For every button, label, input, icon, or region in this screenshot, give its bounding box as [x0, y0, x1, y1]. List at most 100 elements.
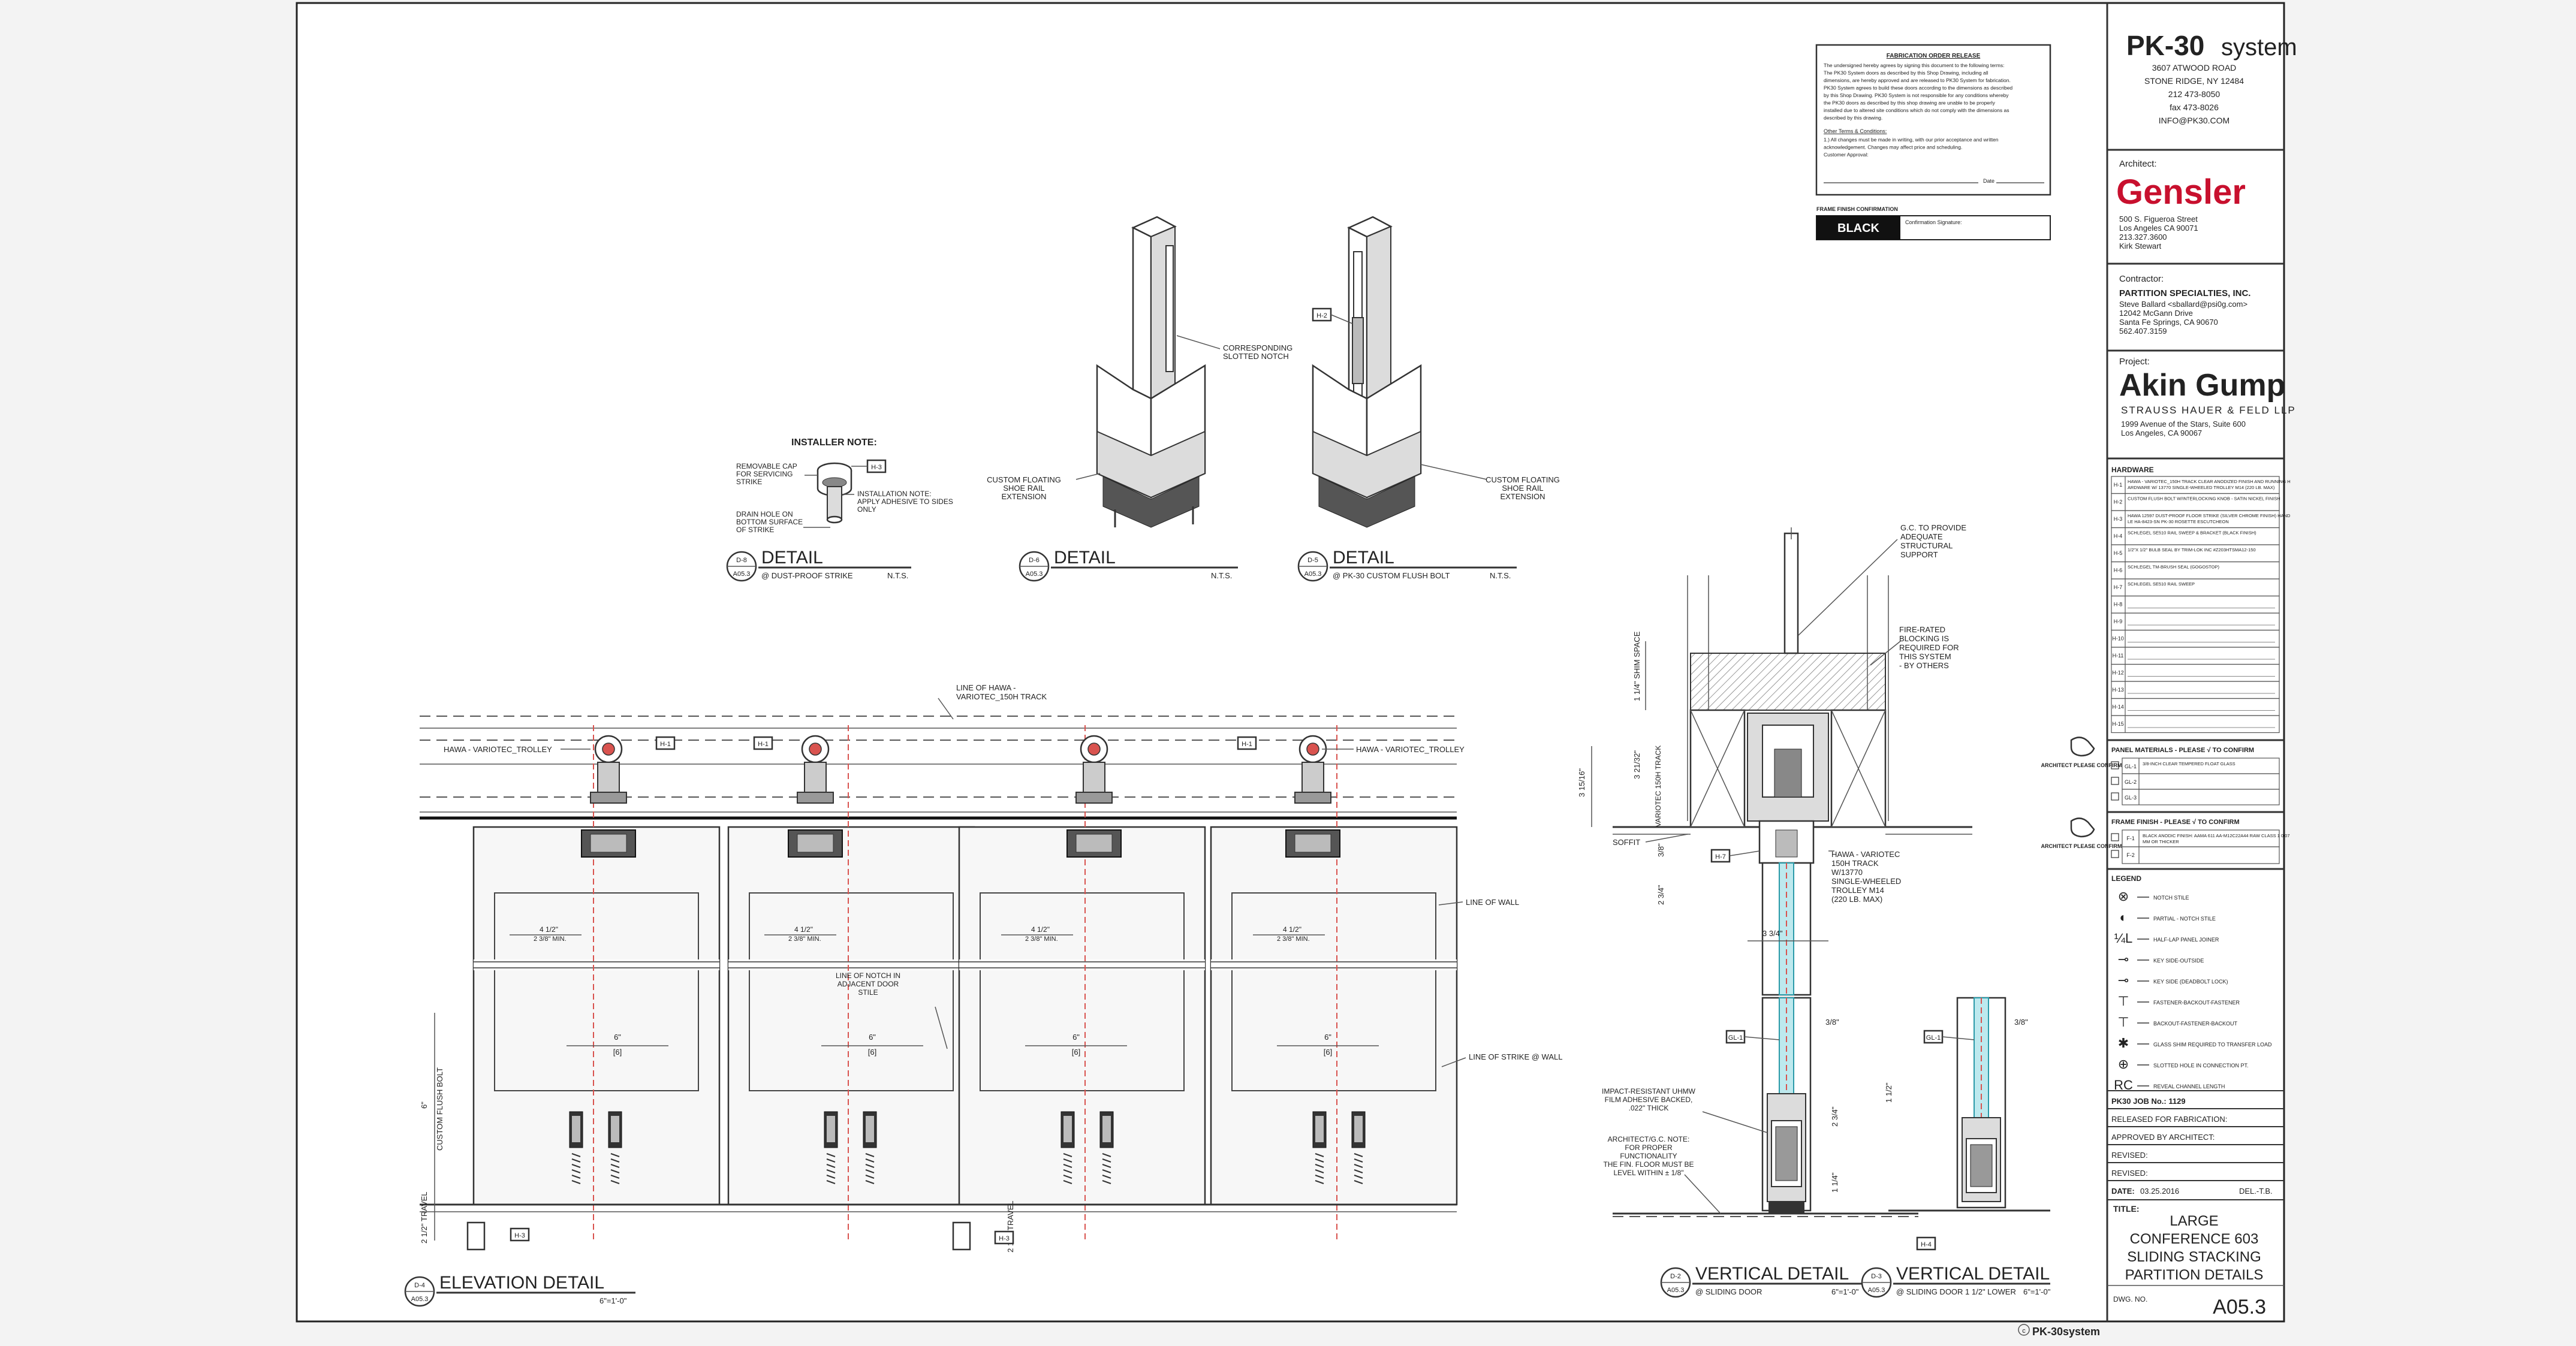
svg-text:H-7: H-7 — [1715, 853, 1726, 861]
panel-row — [2122, 789, 2280, 805]
architect-address-line: Kirk Stewart — [2119, 242, 2161, 251]
hardware-tag: H-5 — [2114, 550, 2123, 556]
svg-text:H-3: H-3 — [999, 1235, 1010, 1242]
release-body-line: The PK30 System doors as described by th… — [1824, 70, 1989, 76]
dim-4-1-2: 4 1/2" — [794, 925, 813, 934]
dim-4-1-2: 4 1/2" — [1031, 925, 1050, 934]
release-body-line: by this Shop Drawing. PK30 System is not… — [1824, 92, 2009, 98]
hardware-tag: H-6 — [2114, 568, 2123, 574]
svg-text:@ SLIDING DOOR 1 1/2" LOWER: @ SLIDING DOOR 1 1/2" LOWER — [1896, 1287, 2016, 1296]
architect-gc-note: ARCHITECT/G.C. NOTE:FOR PROPERFUNCTIONAL… — [1603, 1135, 1694, 1177]
svg-text:6": 6" — [420, 1101, 429, 1109]
project-label: Project: — [2119, 357, 2150, 367]
detail-d2-sill: GL-1 3/8" 2 3/4" 1 1/4" IMPACT-RESISTANT… — [1602, 997, 1918, 1298]
dim-4-1-2: 4 1/2" — [1283, 925, 1301, 934]
frame-row-tag: F-1 — [2126, 835, 2135, 841]
release-other-terms: Other Terms & Conditions: — [1824, 128, 1887, 134]
note-line: - BY OTHERS — [1899, 661, 1949, 670]
line-of-wall-note: LINE OF WALL — [1466, 898, 1519, 907]
architect-address-line: 213.327.3600 — [2119, 233, 2167, 242]
hardware-tag: H-2 — [2114, 499, 2123, 505]
detail-d4-elevation: 4 1/2"2 3/8" MIN.6"[6]4 1/2"2 3/8" MIN.6… — [404, 683, 1562, 1307]
panel-row-desc: 3/8-INCH CLEAR TEMPERED FLOAT GLASS — [2143, 761, 2235, 766]
svg-text:H-3: H-3 — [871, 464, 882, 471]
confirm-checkbox[interactable] — [2111, 833, 2119, 841]
hardware-desc: LE HA-8423-SN PK-30 ROSETTE ESCUTCHEON — [2128, 519, 2229, 524]
tag-h4 — [1916, 1236, 1936, 1251]
tag-h1 — [655, 736, 676, 750]
hardware-desc: HAWA - VARIOTEC_150H TRACK CLEAR ANODIZE… — [2128, 479, 2291, 484]
akin-gump-logo: Akin Gump — [2119, 368, 2285, 403]
hardware-tag: H-13 — [2112, 687, 2124, 693]
note-line: CORRESPONDING — [1223, 343, 1292, 352]
date-value: 03.25.2016 — [2140, 1187, 2179, 1196]
contractor-label: Contractor: — [2119, 274, 2164, 284]
hardware-desc: SCHLEGEL TM-BRUSH SEAL (GOGOSTOP) — [2128, 565, 2219, 570]
confirm-checkbox[interactable] — [2111, 850, 2119, 858]
release-body-line: described by this drawing. — [1824, 115, 1882, 121]
confirm-signature-label: Confirmation Signature: — [1905, 219, 1962, 225]
travel-label-b: 2 1/2" TRAVEL — [1006, 1200, 1015, 1253]
note-line: THE FIN. FLOOR MUST BE — [1603, 1160, 1694, 1169]
installer-note-title: INSTALLER NOTE: — [791, 437, 877, 448]
svg-text:6"=1'-0": 6"=1'-0" — [1831, 1287, 1859, 1296]
hardware-tag: H-10 — [2112, 636, 2124, 642]
dim-4-1-2: 4 1/2" — [540, 925, 558, 934]
dim-6: 6" — [869, 1033, 876, 1042]
hardware-row — [2111, 715, 2280, 734]
note-line: BOTTOM SURFACE — [736, 518, 803, 526]
svg-text:3 21/32": 3 21/32" — [1632, 750, 1641, 779]
title-line: PARTITION DETAILS — [2125, 1267, 2264, 1283]
dim-6-bracket: [6] — [1324, 1048, 1332, 1057]
hardware-desc: ARDWARE W/ 13770 SINGLE-WHEELED TROLLEY … — [2128, 485, 2275, 490]
svg-text:A05.3: A05.3 — [1026, 571, 1043, 578]
gensler-logo: Gensler — [2116, 173, 2246, 212]
hardware-tag: H-9 — [2114, 618, 2123, 624]
legend-desc: BACKOUT-FASTENER-BACKOUT — [2153, 1021, 2238, 1027]
legend-desc: HALF-LAP PANEL JOINER — [2153, 937, 2219, 943]
dim-min: 2 3/8" MIN. — [1025, 935, 1058, 943]
note-line: G.C. TO PROVIDE — [1900, 523, 1966, 532]
confirm-checkbox[interactable] — [2111, 792, 2119, 801]
note-line: TROLLEY M14 — [1831, 886, 1884, 895]
line-of-hawa-note: LINE OF HAWA -VARIOTEC_150H TRACK — [956, 683, 1047, 701]
svg-text:D-2: D-2 — [1670, 1273, 1681, 1280]
svg-text:H-1: H-1 — [1242, 741, 1252, 748]
door-panel — [1210, 826, 1458, 1206]
dim-min: 2 3/8" MIN. — [788, 935, 821, 943]
confirm-checkbox[interactable] — [2111, 777, 2119, 785]
dim-6-bracket: [6] — [1072, 1048, 1080, 1057]
release-body-line: the PK30 doors as described by this shop… — [1824, 100, 1996, 106]
confirm-hand-icon: ARCHITECT PLEASE CONFIRM — [2041, 817, 2122, 849]
dim-6: 6" — [1324, 1033, 1331, 1042]
svg-text:A05.3: A05.3 — [1304, 571, 1322, 578]
custom-flush-bolt-label: CUSTOM FLUSH BOLT — [435, 1067, 444, 1151]
architect-address-line: 500 S. Figueroa Street — [2119, 215, 2198, 224]
note-line: REQUIRED FOR — [1899, 643, 1959, 652]
legend-desc: NOTCH STILE — [2153, 895, 2189, 901]
hardware-desc: CUSTOM FLUSH BOLT W/INTERLOCKING KNOB - … — [2128, 496, 2280, 502]
svg-text:3 3/4": 3 3/4" — [1762, 929, 1783, 938]
legend-symbol: ⊕ — [2118, 1057, 2129, 1072]
confirm-checkbox[interactable] — [2111, 761, 2119, 769]
hardware-desc: SCHLEGEL SE510 RAIL SWEEP — [2128, 581, 2195, 587]
legend-desc: FASTENER-BACKOUT-FASTENER — [2153, 1000, 2240, 1006]
legend-symbol: ⊤ — [2117, 994, 2129, 1009]
svg-text:6"=1'-0": 6"=1'-0" — [2023, 1287, 2051, 1296]
hardware-tag: H-4 — [2114, 533, 2123, 539]
release-term-line: Customer Approval: — [1824, 152, 1869, 158]
release-date-label: Date — [1983, 178, 1994, 184]
door-panel — [472, 826, 721, 1206]
hardware-tag: H-15 — [2112, 721, 2124, 727]
svg-text:@ SLIDING DOOR: @ SLIDING DOOR — [1695, 1287, 1762, 1296]
confirm-note-2: ARCHITECT PLEASE CONFIRM — [2041, 843, 2122, 849]
svg-text:c: c — [2022, 1327, 2026, 1335]
